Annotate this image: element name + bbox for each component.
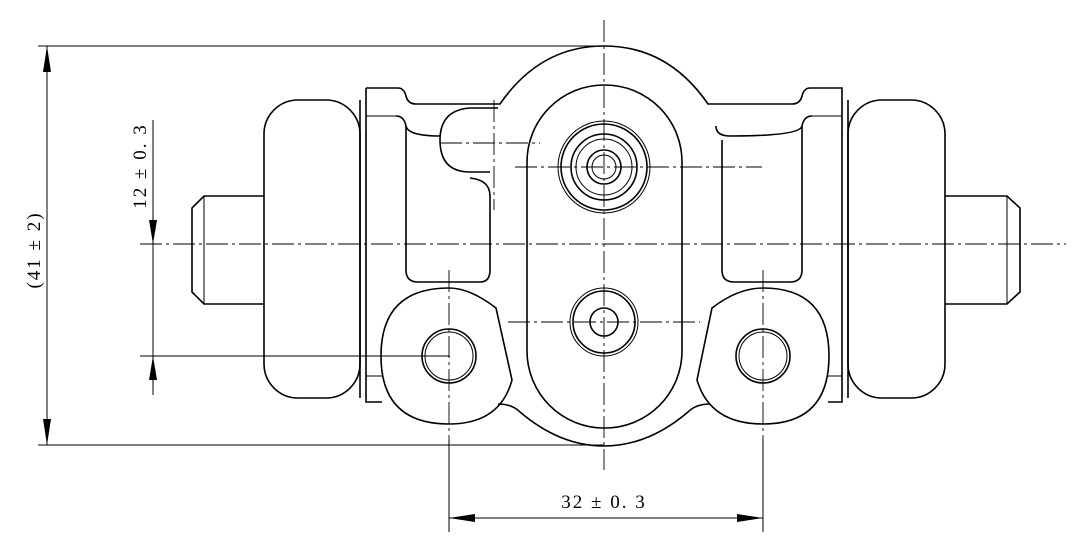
right-boot (847, 99, 946, 399)
cylinder-body (365, 45, 843, 447)
centerlines (140, 20, 1066, 470)
left-boot (263, 99, 361, 399)
bleeder-port (557, 120, 651, 214)
overall-height-dimension: (41 ± 2) (24, 45, 604, 446)
left-piston-rod (191, 195, 264, 305)
port-offset-dimension: 12 ± 0. 3 (130, 120, 450, 395)
mount-spacing-dimension: 32 ± 0. 3 (448, 440, 764, 532)
overall-height-label: (41 ± 2) (24, 211, 45, 288)
right-piston-rod (945, 195, 1021, 305)
port-offset-label: 12 ± 0. 3 (130, 123, 151, 208)
center-boss (526, 84, 683, 429)
brake-line-port (569, 287, 639, 357)
mount-spacing-label: 32 ± 0. 3 (561, 492, 646, 513)
